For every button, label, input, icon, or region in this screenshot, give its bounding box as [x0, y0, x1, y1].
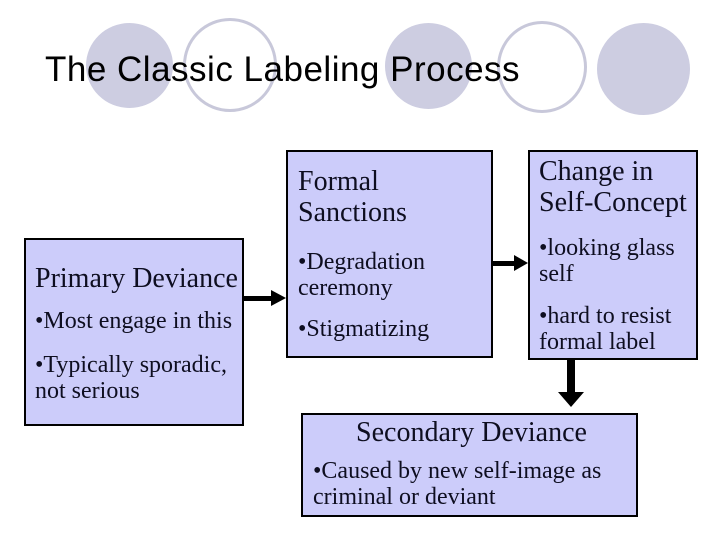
formal-sanctions-box: Formal Sanctions •Degradation ceremony •… [286, 150, 493, 358]
arrow-head-right-icon [271, 290, 286, 306]
bullet-item: •Caused by new self-image as criminal or… [313, 457, 630, 511]
bullet-text: Most engage in this [43, 307, 233, 334]
bullet-item: •Typically sporadic, not serious [35, 351, 238, 405]
arrow-shaft [567, 360, 575, 393]
bullet-item: •Stigmatizing [298, 316, 487, 343]
arrow-shaft [493, 261, 515, 266]
bullet-marker: • [35, 307, 44, 334]
primary-deviance-box: Primary Deviance •Most engage in this •T… [24, 238, 244, 426]
arrow-head-right-icon [514, 255, 528, 271]
bullet-text: Degradation ceremony [298, 248, 426, 301]
bullet-marker: • [539, 303, 548, 330]
bullet-marker: • [298, 248, 307, 275]
box-heading: Formal Sanctions [298, 166, 407, 228]
box-heading: Change in Self-Concept [539, 156, 687, 218]
bullet-text: looking glass self [539, 234, 675, 287]
arrow-head-down-icon [558, 392, 584, 407]
bullet-marker: • [35, 351, 44, 378]
bullet-marker: • [539, 234, 548, 261]
title-ornament-circle-2 [183, 18, 277, 112]
slide-title: The Classic Labeling Process [45, 50, 521, 89]
box-heading: Primary Deviance [35, 263, 238, 294]
bullet-text: Stigmatizing [306, 316, 430, 343]
bullet-item: •Most engage in this [35, 307, 238, 335]
bullet-text: Caused by new self-image as criminal or … [313, 457, 602, 510]
title-ornament-circle-3 [385, 23, 472, 109]
change-in-self-concept-box: Change in Self-Concept •looking glass se… [528, 150, 698, 360]
title-ornament-circle-1 [86, 23, 173, 108]
bullet-text: hard to resist formal label [539, 303, 672, 356]
title-ornament-circle-4 [497, 21, 587, 113]
title-ornament-circle-5 [597, 23, 690, 115]
arrow-shaft [244, 296, 272, 301]
box-heading: Secondary Deviance [356, 417, 587, 448]
bullet-item: •looking glass self [539, 234, 692, 288]
bullet-marker: • [298, 316, 307, 343]
bullet-item: •Degradation ceremony [298, 248, 487, 302]
bullet-marker: • [313, 457, 322, 484]
bullet-item: •hard to resist formal label [539, 303, 692, 356]
secondary-deviance-box: Secondary Deviance •Caused by new self-i… [301, 413, 638, 517]
bullet-text: Typically sporadic, not serious [35, 351, 228, 404]
